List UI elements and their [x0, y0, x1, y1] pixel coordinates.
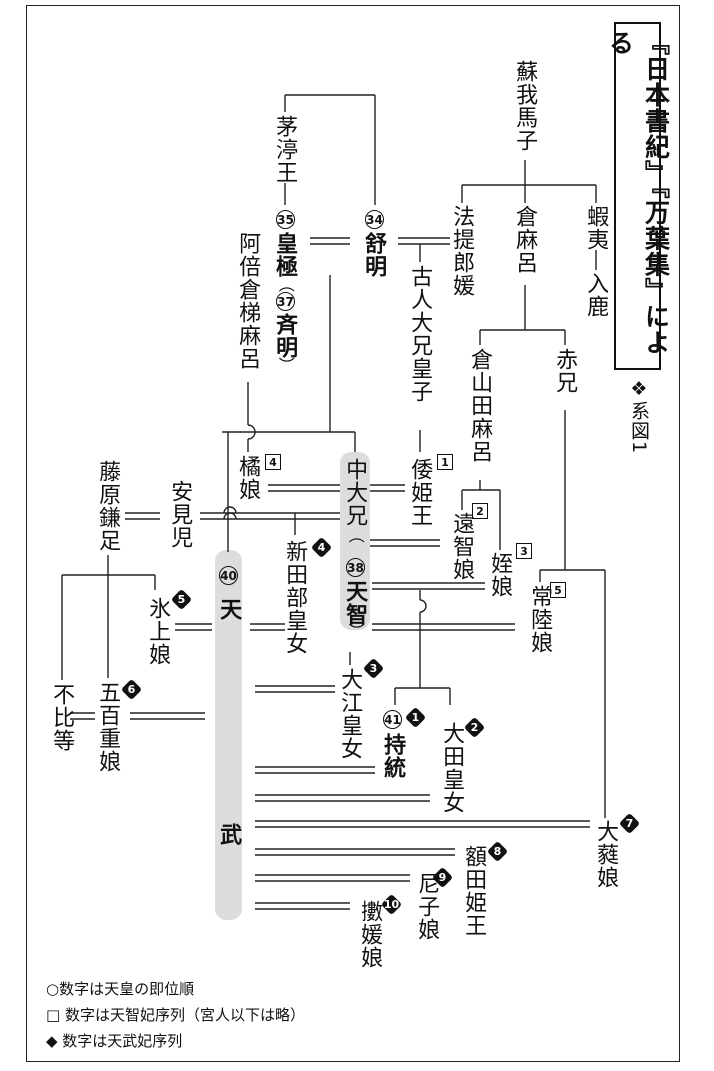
person-iruka: 入鹿 [583, 272, 609, 318]
tenmu-consort-rank-8: 8 [488, 842, 507, 861]
person-ota: 大田皇女 [439, 722, 465, 814]
tenmu-consort-rank-4: 4 [312, 538, 331, 557]
tenmu-consort-rank-5: 5 [172, 590, 191, 609]
person-tachibana: 橘娘 [235, 455, 261, 501]
person-niitabe: 新田部皇女 [282, 540, 308, 655]
paren-close-2: ） [345, 623, 365, 640]
person-jito: 持統 [380, 733, 406, 779]
tenmu-consort-rank-2: 2 [465, 718, 484, 737]
tenmu-consort-rank-1: 1 [406, 708, 425, 727]
tenmu-highlight [215, 550, 242, 920]
tenmu-consort-rank-3: 3 [364, 659, 383, 678]
tenmu-consort-rank-9: 9 [433, 868, 452, 887]
tenmu-consort-rank-6: 6 [122, 680, 141, 699]
person-nukata: 額田姫王 [461, 845, 487, 937]
person-chinuo: 茅渟王 [272, 115, 298, 184]
person-mei: 姪娘 [487, 552, 513, 598]
person-kamatari: 藤原鎌足 [95, 460, 121, 552]
person-naka: 中大兄 [342, 458, 368, 527]
person-ishikawamaro: 倉山田麻呂 [467, 348, 493, 463]
legend-diamond: ◆ 数字は天武妃序列 [46, 1032, 183, 1050]
person-hodete: 法提郎媛 [449, 205, 475, 297]
person-hikami: 氷上娘 [145, 597, 171, 666]
tenji-consort-rank-1: 1 [437, 454, 453, 470]
paren-open: （ [275, 276, 295, 293]
person-tenji: 天智 [342, 580, 368, 626]
reign-number-38: 38 [346, 558, 365, 577]
tenji-consort-rank-5: 5 [550, 582, 566, 598]
person-ioe: 五百重娘 [95, 681, 121, 773]
reign-number-37: 37 [276, 292, 295, 311]
tenji-highlight [340, 452, 370, 630]
person-oe: 大江皇女 [337, 668, 363, 760]
person-kogyoku: 皇極 [272, 232, 298, 278]
tenmu-consort-rank-10: 10 [382, 895, 401, 914]
person-yamato: 倭姫王 [407, 458, 433, 527]
person-akae: 赤兄 [552, 348, 578, 394]
legend-circle: ○数字は天皇の即位順 [46, 980, 195, 998]
person-kaji: 擻媛娘 [357, 900, 383, 969]
person-saimei: 斉明 [272, 313, 298, 359]
legend-square: □ 数字は天智妃序列（宮人以下は略） [46, 1006, 305, 1024]
tenmu-consort-rank-7: 7 [620, 814, 639, 833]
person-tenmu-first: 天 [216, 598, 242, 621]
figure-border [26, 5, 680, 1062]
person-umako: 蘇我馬子 [512, 60, 538, 152]
person-hitachi: 常陸娘 [527, 585, 553, 654]
figure-caption: ❖系図1 [627, 378, 650, 455]
tenji-consort-rank-4: 4 [265, 454, 281, 470]
reign-number-40: 40 [219, 566, 238, 585]
person-tenmu-second: 武 [216, 823, 242, 846]
reign-number-35: 35 [276, 210, 295, 229]
person-ochi: 遠智娘 [449, 512, 475, 581]
person-ajimi: 安見児 [167, 480, 193, 549]
person-kurumaro: 倉麻呂 [512, 205, 538, 274]
reign-number-34: 34 [365, 210, 384, 229]
tenji-consort-rank-3: 3 [516, 543, 532, 559]
person-fuhito: 不比等 [49, 683, 75, 752]
paren-open-2: （ [345, 527, 365, 544]
reign-number-41: 41 [383, 710, 402, 729]
person-emishi: 蝦夷 [583, 205, 609, 251]
person-kurahashi: 阿倍倉梯麻呂 [235, 232, 261, 370]
figure-title: 『日本書紀』『万葉集』による [605, 30, 671, 356]
tenji-consort-rank-2: 2 [472, 503, 488, 519]
person-furuhito: 古人大兄皇子 [407, 265, 433, 403]
person-jomei: 舒明 [361, 232, 387, 278]
paren-close: ） [275, 357, 295, 374]
figure-title-box: 『日本書紀』『万葉集』による [606, 22, 671, 370]
person-onu: 大蕤娘 [593, 820, 619, 889]
